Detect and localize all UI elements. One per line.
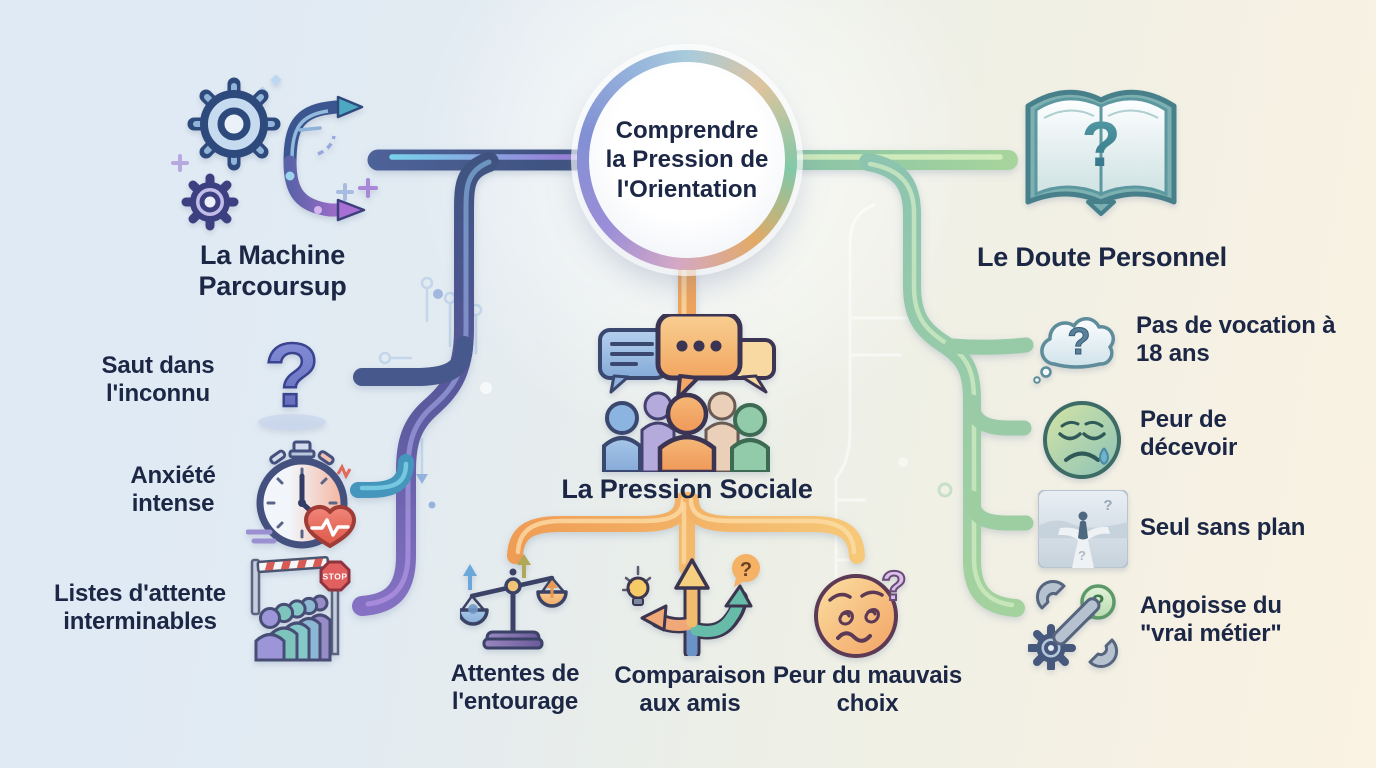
label-saut-inconnu: Saut dans l'inconnu: [101, 352, 215, 407]
question-glyph: ?: [1103, 497, 1112, 514]
central-topic-node: Comprendre la Pression de l'Orientation: [577, 50, 797, 270]
circuit-decoration-left: [378, 276, 492, 509]
gears-flow-icon: [181, 74, 378, 231]
label-peur-decevoir: Peur de décevoir: [1140, 406, 1238, 461]
sad-tear-face-icon: [1043, 401, 1121, 479]
central-topic-title: Comprendre la Pression de l'Orientation: [589, 62, 785, 258]
question-glyph: ?: [1067, 321, 1090, 363]
connector-parcoursup: [350, 149, 601, 616]
branch-title-doute: Le Doute Personnel: [977, 242, 1227, 272]
label-peur-mauvais-choix: Peur du mauvais choix: [772, 662, 963, 717]
queue-stop-icon: STOP: [250, 556, 351, 662]
label-pas-vocation: Pas de vocation à 18 ans: [1136, 312, 1336, 367]
stopwatch-heart-icon: [246, 440, 356, 549]
chat-people-icon: [598, 314, 776, 472]
label-anxiete: Anxiété intense: [130, 462, 216, 517]
label-attentes-entourage: Attentes de l'entourage: [450, 660, 580, 715]
label-comparaison-amis: Comparaison aux amis: [614, 662, 766, 717]
circuit-decoration-right: [834, 203, 953, 640]
question-glyph: ?: [740, 559, 752, 581]
connector-sociale: [507, 257, 865, 576]
branch-title-sociale: La Pression Sociale: [561, 474, 813, 504]
wrench-gear-question-icon: ?: [1028, 579, 1119, 670]
question-glyph: ?: [1078, 548, 1086, 563]
connector-doute: [774, 150, 1034, 617]
stop-sign-label: STOP: [323, 572, 348, 582]
question-mark-icon: ?: [258, 326, 326, 430]
open-book-question-icon: ?: [1025, 89, 1177, 216]
crossroads-icon: ? ?: [1038, 490, 1128, 568]
label-seul-sans-plan: Seul sans plan: [1140, 514, 1306, 541]
question-glyph: ?: [881, 562, 907, 609]
confused-face-icon: ?: [814, 561, 908, 658]
label-listes-attente: Listes d'attente interminables: [54, 580, 226, 635]
thought-cloud-icon: ?: [1033, 317, 1115, 384]
label-angoisse-vrai-metier: Angoisse du "vrai métier": [1140, 592, 1282, 647]
balance-scale-icon: [460, 554, 568, 650]
question-glyph: ?: [265, 326, 320, 426]
question-glyph: ?: [1081, 108, 1120, 180]
branch-title-parcoursup: La Machine Parcoursup: [198, 240, 347, 302]
diverging-arrows-icon: ?: [622, 554, 760, 656]
